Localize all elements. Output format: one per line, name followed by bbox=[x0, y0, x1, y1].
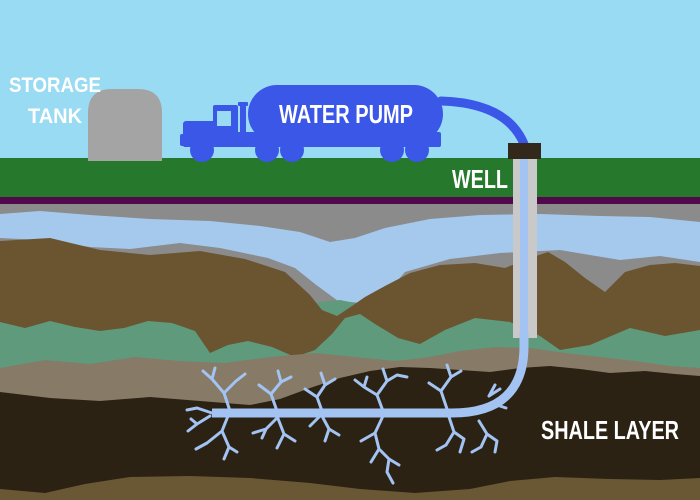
water-hose bbox=[436, 96, 529, 149]
truck-window bbox=[217, 111, 231, 126]
shale-layer-label: SHALE LAYER bbox=[541, 415, 679, 445]
truck-wheel bbox=[190, 138, 214, 162]
truck-exhaust-cap bbox=[238, 102, 248, 106]
truck-wheel bbox=[380, 138, 404, 162]
wellhead-cap bbox=[508, 143, 541, 159]
truck-exhaust-pipe bbox=[240, 104, 246, 134]
truck-wheel bbox=[255, 138, 279, 162]
storage-tank bbox=[88, 89, 162, 161]
storage-tank-label-line2: TANK bbox=[28, 105, 82, 128]
truck-wheel bbox=[405, 138, 429, 162]
well-label: WELL bbox=[452, 164, 508, 194]
water-truck bbox=[180, 85, 443, 162]
fracture-tree bbox=[194, 366, 247, 461]
bottom-brown-layer bbox=[0, 476, 700, 500]
fracture-tree bbox=[251, 369, 297, 450]
drill-pipe bbox=[212, 332, 529, 418]
fracture-tree bbox=[303, 371, 341, 443]
fracture-tree bbox=[427, 363, 466, 454]
storage-tank-label-line1: STORAGE bbox=[9, 74, 101, 97]
surface-purple-line bbox=[0, 197, 700, 204]
fracture-tree bbox=[353, 367, 409, 485]
fracture-cracks bbox=[185, 363, 508, 485]
grass-strip bbox=[0, 158, 700, 197]
well-water-column bbox=[520, 158, 528, 336]
truck-wheel bbox=[280, 138, 304, 162]
truck-water-tank bbox=[248, 85, 443, 143]
water-pump-label: WATER PUMP bbox=[279, 99, 413, 129]
shale-layer bbox=[0, 366, 700, 500]
fracture-tree bbox=[185, 406, 214, 433]
fracture-tree bbox=[470, 383, 508, 454]
